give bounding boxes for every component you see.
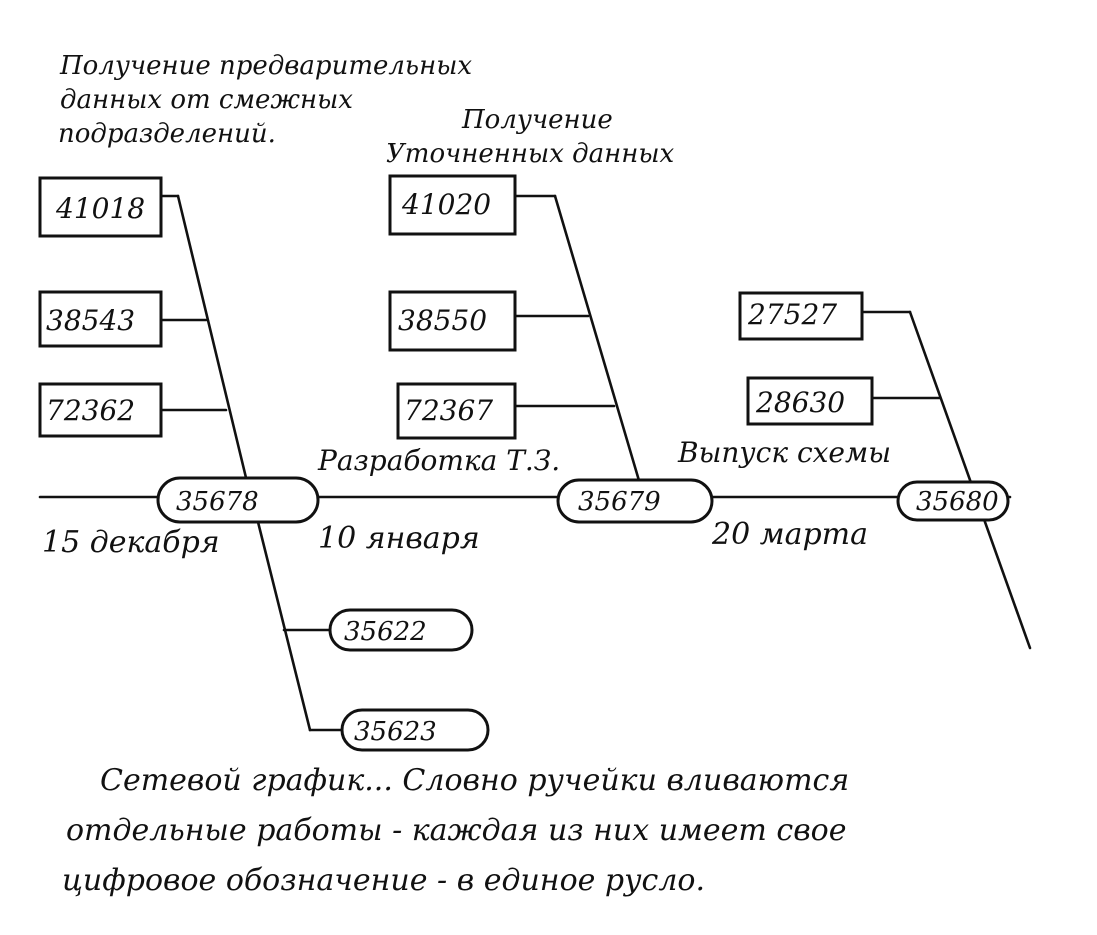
branch-node: 35622 [328, 608, 474, 652]
caption: Сетевой график... Словно ручейки вливают… [62, 763, 849, 898]
input-box: 27527 [738, 291, 864, 341]
svg-text:Сетевой график... Словно ручей: Сетевой график... Словно ручейки вливают… [100, 763, 849, 798]
top-left-annotation: Получение предварительных данных от смеж… [58, 51, 472, 149]
svg-text:отдельные работы - каждая из н: отдельные работы - каждая из них имеет с… [66, 813, 846, 848]
branch-node: 35623 [340, 708, 490, 752]
svg-text:35679: 35679 [578, 487, 661, 517]
svg-text:35622: 35622 [344, 617, 427, 647]
svg-text:38543: 38543 [46, 304, 135, 337]
svg-text:72362: 72362 [46, 394, 135, 427]
input-box: 72362 [38, 382, 163, 438]
milestone-node: 35678 [156, 476, 320, 524]
svg-text:28630: 28630 [755, 386, 845, 419]
branch-trunk [253, 508, 312, 732]
svg-text:41020: 41020 [401, 188, 491, 221]
svg-text:72367: 72367 [404, 394, 493, 427]
input-box: 38543 [38, 290, 163, 348]
input-box: 38550 [388, 290, 517, 352]
date-label: 20 марта [711, 517, 868, 552]
input-box: 72367 [396, 382, 517, 440]
svg-text:данных от смежных: данных от смежных [60, 85, 353, 115]
svg-text:Получение предварительных: Получение предварительных [59, 51, 472, 81]
svg-text:38550: 38550 [398, 304, 487, 337]
group3-trunk [908, 310, 1032, 650]
svg-text:27527: 27527 [747, 298, 837, 331]
group1-trunk [176, 194, 250, 488]
milestone-node: 35680 [896, 480, 1010, 522]
svg-text:подразделений.: подразделений. [58, 119, 276, 149]
input-box: 41020 [388, 174, 517, 236]
date-label: 10 января [318, 521, 480, 556]
milestone-node: 35679 [556, 478, 714, 524]
svg-text:41018: 41018 [55, 192, 145, 225]
input-box: 41018 [38, 176, 163, 238]
svg-text:35680: 35680 [916, 487, 999, 517]
top-mid-annotation: Получение Уточненных данных [386, 105, 675, 169]
date-label: 15 декабря [42, 525, 220, 560]
stage2-label: Выпуск схемы [677, 436, 891, 469]
input-box: 28630 [746, 376, 874, 426]
svg-text:35678: 35678 [176, 487, 259, 517]
svg-text:Уточненных данных: Уточненных данных [386, 139, 675, 169]
svg-text:цифровое обозначение - в едино: цифровое обозначение - в единое русло. [62, 863, 705, 898]
svg-text:35623: 35623 [354, 717, 437, 747]
group2-trunk [553, 194, 642, 486]
svg-text:Получение: Получение [461, 105, 613, 135]
stage1-label: Разработка Т.З. [317, 444, 560, 477]
